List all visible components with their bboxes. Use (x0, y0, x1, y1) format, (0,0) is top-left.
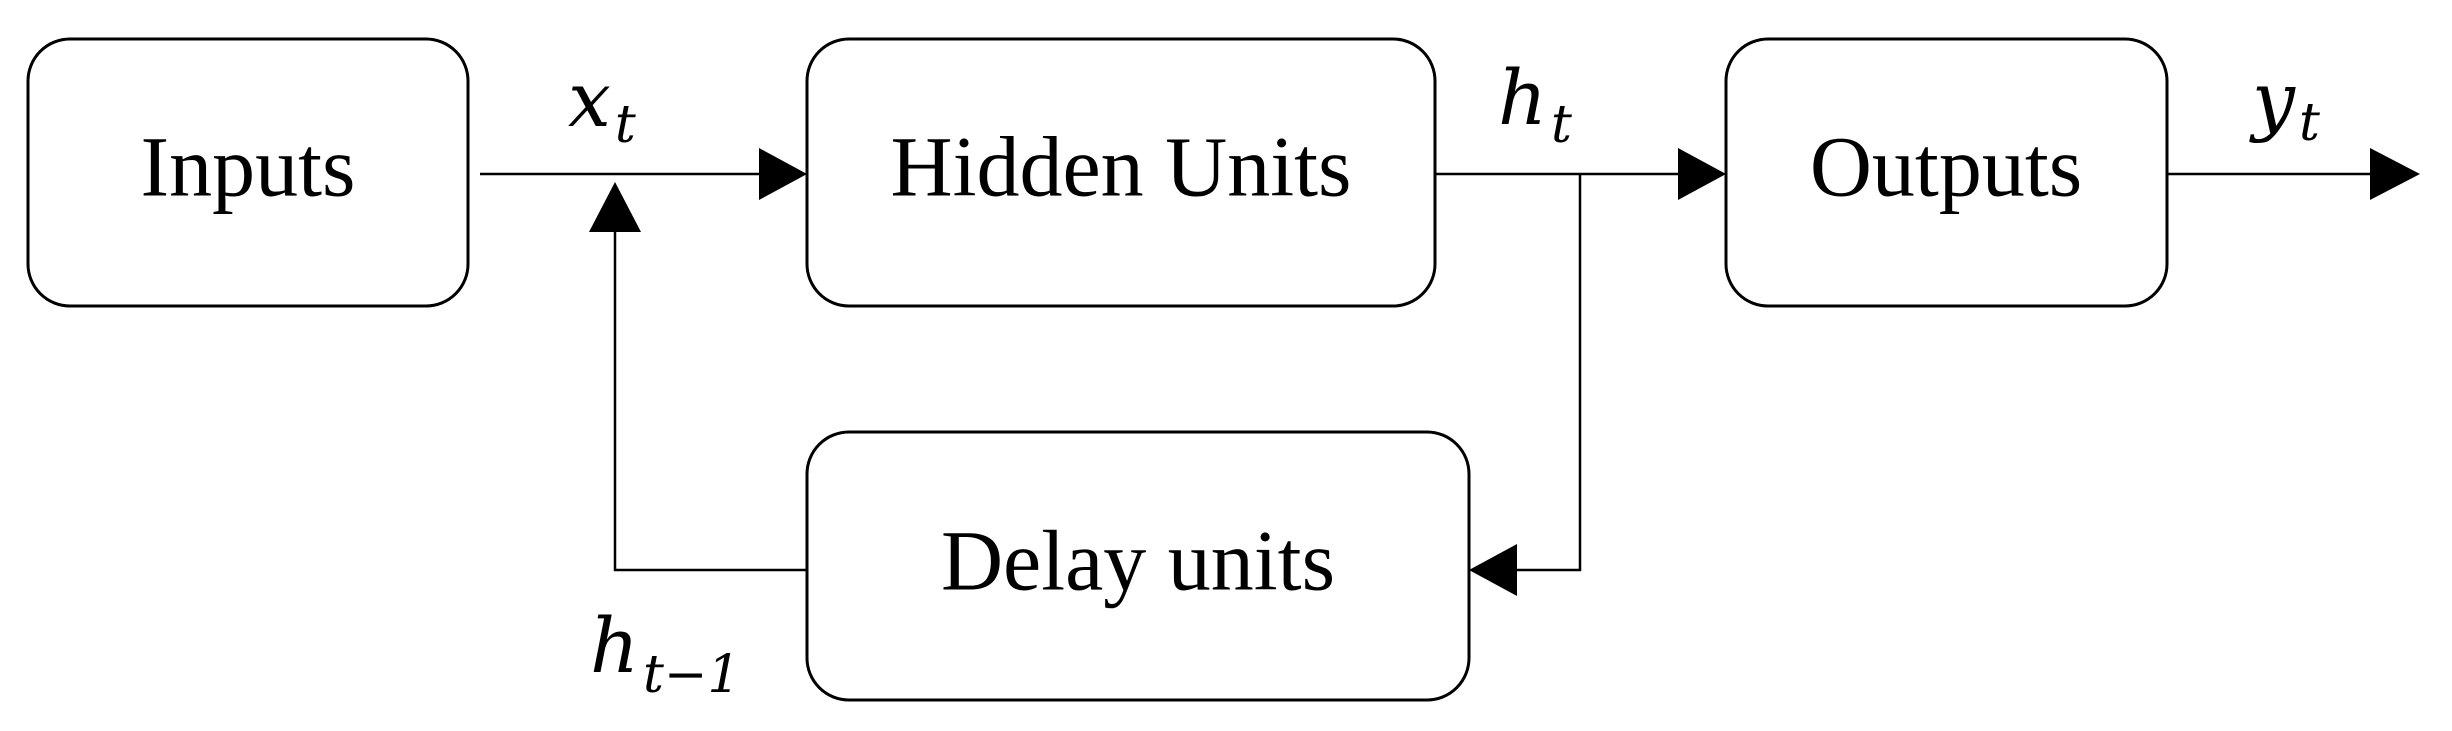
label-y-t: yt (2249, 55, 2320, 153)
delay-units-box (805, 430, 1471, 702)
hidden-units-box (805, 37, 1437, 308)
delay-units-label: Delay units (941, 513, 1335, 609)
inputs-box (26, 37, 470, 308)
arrowhead-to-delay (1469, 544, 1517, 596)
outputs-node: Outputs (1724, 37, 2169, 308)
arrowhead-to-input-line (589, 182, 641, 232)
hidden-units-node: Hidden Units (805, 37, 1437, 308)
outputs-box (1724, 37, 2169, 308)
arrowhead-to-y (2370, 148, 2420, 200)
arrowhead-to-outputs (1678, 148, 1726, 200)
delay-units-node: Delay units (805, 430, 1471, 702)
inputs-node: Inputs (26, 37, 470, 308)
edge-delay-to-input (613, 230, 807, 572)
label-h-t: ht (1498, 53, 1572, 155)
hidden-units-label: Hidden Units (890, 119, 1351, 215)
arrowheads (589, 148, 2420, 596)
connectors (480, 172, 2372, 572)
edge-hidden-to-delay (1516, 174, 1582, 572)
outputs-label: Outputs (1810, 119, 2082, 215)
label-x-t: xt (568, 55, 636, 155)
arrowhead-to-hidden (759, 148, 807, 200)
label-h-t-minus-1: ht−1 (590, 601, 741, 705)
inputs-label: Inputs (141, 119, 356, 215)
